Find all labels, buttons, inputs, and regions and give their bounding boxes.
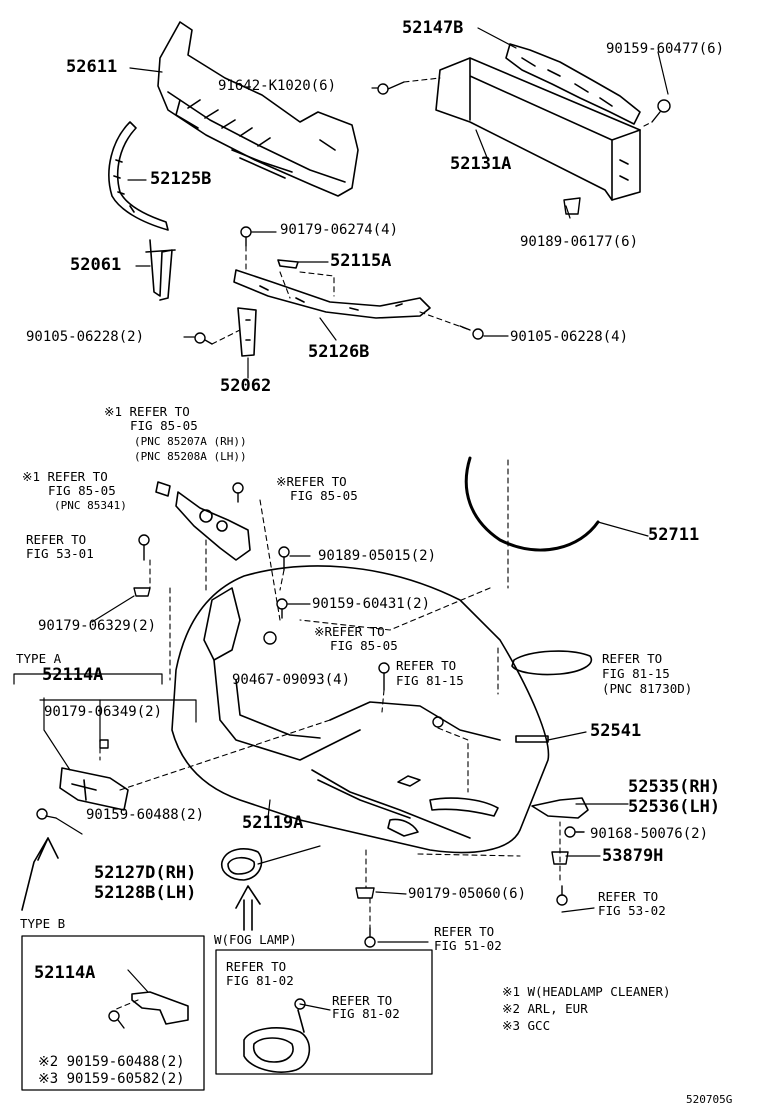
label-90179-06329: 90179-06329(2) (38, 618, 157, 634)
label-52115A: 52115A (330, 251, 392, 271)
type-b-box (21, 935, 205, 1091)
label-52119A: 52119A (242, 813, 304, 833)
reinforcement-52131A (435, 57, 641, 201)
ref-85-05-line1: ※REFER TO (314, 624, 385, 639)
section-type-b: TYPE B (20, 916, 66, 931)
label-90159-60488: 90159-60488(2) (86, 807, 205, 823)
label-53879H: 53879H (602, 846, 664, 866)
ref-53-02-line2: FIG 53-02 (598, 903, 666, 918)
retainer-52126B (233, 269, 431, 319)
ref-53-02-line1: REFER TO (598, 889, 659, 904)
diagram-code: 520705G (686, 1093, 733, 1106)
label-90179-05060: 90179-05060(6) (408, 886, 527, 902)
label-52541: 52541 (590, 721, 642, 741)
label-90105-06228-right: 90105-06228(4) (510, 329, 629, 345)
ref-53-01-line1: REFER TO (26, 532, 87, 547)
ref-nozzle-line3: (PNC 85341) (54, 499, 127, 512)
label-90189-06177: 90189-06177(6) (520, 234, 639, 250)
license-bracket-b (131, 991, 189, 1025)
label-52535: 52535(RH) (628, 777, 721, 797)
arrows (21, 837, 261, 931)
label-52125B: 52125B (150, 169, 212, 189)
leader-lines (13, 27, 669, 1011)
ref-headlamp-cleaner-line3: (PNC 85207A (RH)) (134, 435, 247, 448)
ref-nozzle-line1: ※1 REFER TO (22, 469, 108, 484)
section-fog-lamp: W(FOG LAMP) (214, 932, 297, 947)
label-90467-09093: 90467-09093(4) (232, 672, 351, 688)
ref-51-02-line1: REFER TO (434, 924, 495, 939)
label-90159-60477: 90159-60477(6) (606, 41, 725, 57)
strip-52125B (108, 121, 169, 231)
fog-lamp (243, 1009, 311, 1073)
label-52536: 52536(LH) (628, 797, 721, 817)
fog-cover-52127D (220, 848, 263, 881)
label-52147B: 52147B (402, 18, 464, 38)
label-90179-06349: 90179-06349(2) (44, 704, 163, 720)
ref-marker-line1: REFER TO (602, 651, 663, 666)
fog-lamp-box (215, 949, 433, 1075)
label-52126B: 52126B (308, 342, 370, 362)
label-90159-60488-type-b: ※2 90159-60488(2) (38, 1054, 185, 1070)
label-90105-06228-left: 90105-06228(2) (26, 329, 145, 345)
label-52711: 52711 (648, 525, 700, 545)
ref-81-15-line2: FIG 81-15 (396, 673, 464, 688)
section-type-a: TYPE A (16, 651, 62, 666)
ref-marker-line3: (PNC 81730D) (602, 681, 693, 696)
fasteners (36, 81, 671, 1029)
label-52114A: 52114A (42, 665, 104, 685)
dashed-lines (99, 77, 653, 1011)
ref-marker-line2: FIG 81-15 (602, 666, 670, 681)
license-bracket-a (59, 767, 129, 811)
ref-fog-bolt-line2: FIG 81-02 (332, 1006, 400, 1021)
label-91642-K1020: 91642-K1020(6) (218, 78, 337, 94)
label-52128B: 52128B(LH) (94, 883, 197, 903)
label-52127D: 52127D(RH) (94, 863, 197, 883)
note-headlamp-cleaner: ※1 W(HEADLAMP CLEANER) (502, 984, 671, 999)
ref-51-02-line2: FIG 51-02 (434, 938, 502, 953)
bracket-52061 (145, 239, 176, 301)
bracket-52147B (505, 43, 641, 125)
ref-nozzle-line2: FIG 85-05 (48, 483, 116, 498)
clip-52115A (277, 259, 299, 269)
absorber-52611 (157, 21, 359, 197)
moulding-52711 (464, 456, 600, 552)
headlamp-washer-nozzle (155, 481, 251, 561)
label-52062: 52062 (220, 376, 272, 396)
ref-85-05-line2: FIG 85-05 (330, 638, 398, 653)
label-90179-06274: 90179-06274(4) (280, 222, 399, 238)
label-52611: 52611 (66, 57, 118, 77)
label-90168-50076: 90168-50076(2) (590, 826, 709, 842)
label-52131A: 52131A (450, 154, 512, 174)
ref-headlamp-cleaner-line4: (PNC 85208A (LH)) (134, 450, 247, 463)
label-90159-60582: ※3 90159-60582(2) (38, 1071, 185, 1087)
ref-fog-bolt-line1: REFER TO (332, 993, 393, 1008)
bracket-52062 (237, 307, 257, 357)
ref-53-01-line2: FIG 53-01 (26, 546, 94, 561)
bumper-cover-52119A (171, 565, 550, 854)
ref-fog-81-02-line2: FIG 81-02 (226, 973, 294, 988)
ref-81-15-line1: REFER TO (396, 658, 457, 673)
side-marker-lamp (511, 650, 593, 676)
note-gcc: ※3 GCC (502, 1018, 551, 1033)
ref-headlamp-cleaner-line2: FIG 85-05 (130, 418, 198, 433)
ref-bolt-line2: FIG 85-05 (290, 488, 358, 503)
label-90159-60431: 90159-60431(2) (312, 596, 431, 612)
ref-bolt-line1: ※REFER TO (276, 474, 347, 489)
label-52061: 52061 (70, 255, 122, 275)
cover-52541 (515, 735, 549, 743)
ref-headlamp-cleaner-line1: ※1 REFER TO (104, 404, 190, 419)
label-52114A-type-b: 52114A (34, 963, 96, 983)
label-90189-05015: 90189-05015(2) (318, 548, 437, 564)
bracket-52535 (531, 797, 589, 819)
note-arl-eur: ※2 ARL, EUR (502, 1001, 588, 1016)
ref-fog-81-02-line1: REFER TO (226, 959, 287, 974)
